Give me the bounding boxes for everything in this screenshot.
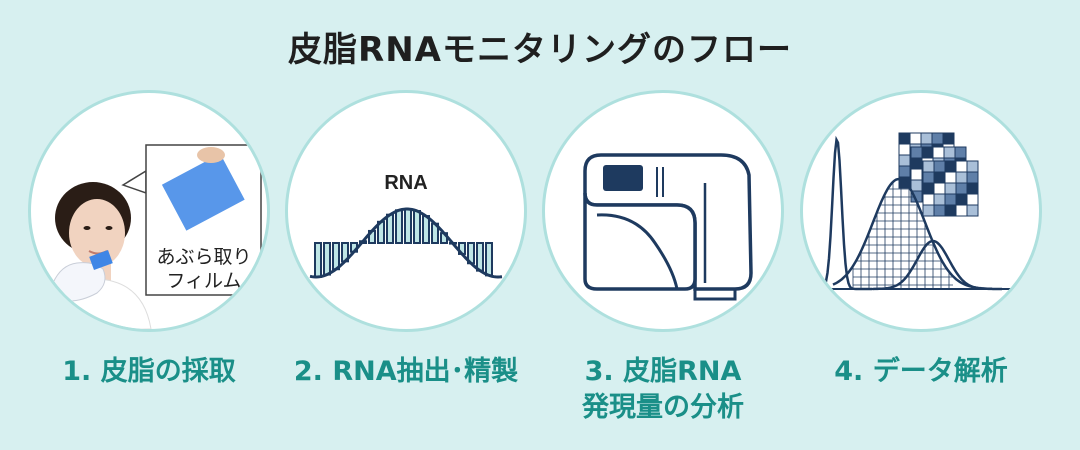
finger-icon xyxy=(197,147,225,163)
helix-base-bar xyxy=(323,242,331,276)
step-3-expression-analysis: 3. 皮脂RNA 発現量の分析 xyxy=(542,90,792,423)
page-title: 皮脂RNAモニタリングのフロー xyxy=(288,30,792,70)
helix-base-bar xyxy=(395,209,403,244)
rna-backbone-curve xyxy=(309,207,503,279)
distribution-curve-small xyxy=(872,239,1002,291)
step-3-label-line1: 3. 皮脂RNA xyxy=(584,356,742,387)
step-4-data-analysis: 4. データ解析 xyxy=(800,90,1050,420)
helix-base-bar xyxy=(332,242,340,271)
sequencer-machine-illustration xyxy=(583,153,753,301)
helix-base-bar xyxy=(413,210,421,244)
step-1-sebum-collection: あぶら取り フィルム 1. 皮脂の採取 xyxy=(28,90,278,420)
step-3-circle xyxy=(542,90,784,332)
step-4-circle xyxy=(800,90,1042,332)
step-1-label: 1. 皮脂の採取 xyxy=(62,356,236,387)
data-analysis-illustration xyxy=(817,132,1013,291)
helix-base-bar xyxy=(422,215,430,244)
step-3-label: 3. 皮脂RNA 発現量の分析 xyxy=(527,354,799,426)
heatmap-icon xyxy=(922,160,979,217)
oil-film-icon xyxy=(161,153,245,231)
step-4-label: 4. データ解析 xyxy=(834,356,1008,387)
helix-base-bar xyxy=(476,242,484,272)
helix-base-bar xyxy=(386,213,394,244)
rna-label: RNA xyxy=(384,172,427,194)
screen-icon xyxy=(603,165,643,191)
step-2-label: 2. RNA抽出･精製 xyxy=(293,356,519,387)
helix-base-bar xyxy=(485,242,493,277)
distribution-curve-tall xyxy=(817,135,873,291)
callout-line2: フィルム xyxy=(166,270,242,292)
step-3-label-line2: 発現量の分析 xyxy=(582,392,744,423)
step-2-rna-extraction: RNA 2. RNA抽出･精製 xyxy=(285,90,535,420)
rna-strand-illustration: RNA xyxy=(309,172,503,279)
distribution-curve-wide xyxy=(832,177,992,291)
helix-base-bar xyxy=(314,242,322,278)
face-icon xyxy=(69,199,125,267)
helix-base-bar xyxy=(404,208,412,244)
face-with-film-illustration xyxy=(42,144,262,329)
step-2-circle: RNA xyxy=(285,90,527,332)
glove-icon xyxy=(52,262,106,302)
callout-line1: あぶら取り xyxy=(156,246,252,268)
step-1-circle: あぶら取り フィルム xyxy=(28,90,270,332)
